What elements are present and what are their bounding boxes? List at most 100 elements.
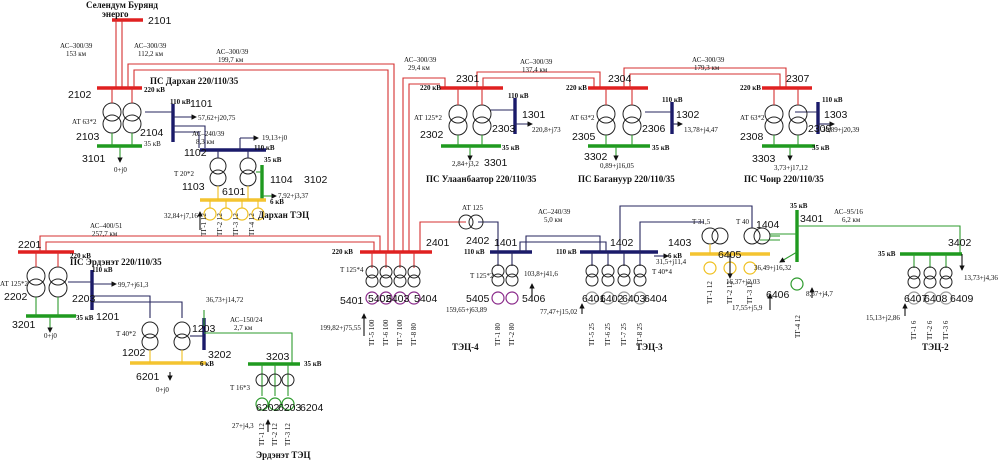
- line-spec-1122: АС–300/39: [134, 42, 167, 50]
- load-9977: 99,7+j61,3: [118, 281, 149, 289]
- voltage-2102: 220 кВ: [144, 86, 165, 94]
- gen-darkhan-tg1: ТГ-1 12: [200, 213, 208, 236]
- network-35kv: [26, 144, 962, 366]
- node-2202: 2202: [4, 291, 28, 303]
- node-3201: 3201: [12, 319, 36, 331]
- node-3302: 3302: [584, 151, 608, 163]
- line-spec-2577: АС–400/51: [90, 222, 123, 230]
- voltage-2301: 220 кВ: [420, 84, 441, 92]
- node-6201: 6201: [136, 371, 160, 383]
- line-spec-50: АС–240/39: [538, 208, 571, 216]
- node-6101: 6101: [222, 186, 246, 198]
- voltage-1302: 110 кВ: [662, 96, 683, 104]
- node-3303: 3303: [752, 153, 776, 165]
- node-3401: 3401: [800, 213, 824, 225]
- node-5405: 5405: [466, 293, 490, 305]
- voltage-1401: 110 кВ: [464, 248, 485, 256]
- node-6408: 6408: [924, 293, 948, 305]
- voltage-3201: 35 кВ: [76, 314, 94, 322]
- node-6401: 6401: [582, 293, 606, 305]
- load-15965: 159,65+j63,89: [446, 306, 487, 314]
- node-2401: 2401: [426, 237, 450, 249]
- gen-tec3-tg6: ТГ-6 25: [604, 323, 612, 346]
- load-19982: 199,82+j75,55: [320, 324, 361, 332]
- transformer-tec3-label: Т 40*4: [652, 268, 673, 276]
- gen-tec4-tg7: ТГ-7 100: [396, 319, 404, 346]
- transformers: [26, 88, 953, 396]
- gen-tec4-tg5: ТГ-5 100: [368, 319, 376, 346]
- gen-tec3-tg2: ТГ-2 12: [726, 281, 734, 304]
- gen-darkhan-tg3: ТГ-3 12: [232, 213, 240, 236]
- node-6405: 6405: [718, 249, 742, 261]
- station-baganuur-ps: ПС Багануур 220/110/35: [578, 174, 675, 184]
- voltage-3302: 35 кВ: [652, 144, 670, 152]
- line-length-294: 29,4 км: [408, 64, 430, 72]
- load-284: 2,84+j3,2: [452, 160, 479, 168]
- line-length-153: 153 км: [66, 50, 87, 58]
- voltage-6201: 6 кВ: [200, 360, 214, 368]
- gen-erdenet-tg3: ТГ-3 12: [284, 423, 292, 446]
- transformer-tec4-110-label: Т 125*2: [470, 272, 494, 280]
- node-2104: 2104: [140, 127, 164, 139]
- node-2309: 2309: [808, 123, 832, 135]
- gen-tec2-tg3: ТГ-3 6: [942, 320, 950, 340]
- network-6kv: [130, 198, 770, 365]
- tec4-units: [365, 252, 421, 288]
- gen-darkhan-tg4: ТГ-4 12: [248, 213, 256, 236]
- voltage-2307: 220 кВ: [740, 84, 761, 92]
- voltage-1303: 110 кВ: [822, 96, 843, 104]
- load-1513: 15,13+j2,86: [866, 314, 900, 322]
- station-erdenet-tec: Эрдэнэт ТЭЦ: [256, 450, 311, 460]
- line-length-2577: 257,7 км: [92, 230, 118, 238]
- transformer-2202-label: АТ 125*2: [0, 280, 28, 288]
- voltage-3102: 35 кВ: [264, 156, 282, 164]
- load-1755: 17,55+j5,9: [732, 304, 763, 312]
- line-length-1122: 112,2 км: [138, 50, 164, 58]
- load-3284: 32,84+j7,16: [164, 212, 198, 220]
- load-0j0-a: 0+j0: [114, 166, 127, 174]
- line-length-83: 8,3 км: [196, 138, 215, 146]
- node-1404: 1404: [756, 219, 780, 231]
- node-3102: 3102: [304, 174, 328, 186]
- transformer-t40-label: Т 40: [736, 218, 750, 226]
- line-length-62: 6,2 км: [842, 216, 861, 224]
- load-1378: 13,78+j4,47: [684, 126, 718, 134]
- node-2103: 2103: [76, 131, 100, 143]
- node-6404: 6404: [644, 293, 668, 305]
- node-1102: 1102: [184, 147, 207, 159]
- station-darkhan-ps: ПС Дархан 220/110/35: [150, 76, 239, 86]
- node-6402: 6402: [600, 293, 624, 305]
- gen-erdenet-tg2: ТГ-2 12: [271, 423, 279, 446]
- station-choir-ps: ПС Чоир 220/110/35: [744, 174, 824, 184]
- source-name-line2: энерго: [102, 9, 129, 19]
- voltage-3402: 35 кВ: [878, 250, 896, 258]
- gen-tec2-tg1: ТГ-1 6: [910, 320, 918, 340]
- line-length-1374: 137,4 км: [522, 66, 548, 74]
- load-arrows: [167, 211, 965, 432]
- gen-tec4-tg8: ТГ-8 80: [410, 323, 418, 346]
- node-5401: 5401: [340, 295, 364, 307]
- transformer-2308-label: АТ 63*2: [740, 114, 765, 122]
- load-3673: 36,73+j14,72: [206, 296, 244, 304]
- node-6409: 6409: [950, 293, 974, 305]
- network-220kv: [18, 18, 812, 254]
- node-6203: 6203: [278, 402, 302, 414]
- load-2208: 220,8+j73: [532, 126, 561, 134]
- load-089: 0,89+j16,05: [600, 162, 634, 170]
- node-1302: 1302: [676, 109, 700, 121]
- voltage-6101: 6 кВ: [270, 198, 284, 206]
- node-2303: 2303: [492, 123, 516, 135]
- gen-tec4-tg6: ТГ-6 100: [382, 319, 390, 346]
- node-3402: 3402: [948, 237, 972, 249]
- node-2307: 2307: [786, 73, 810, 85]
- load-0j0-b: 0+j0: [44, 332, 57, 340]
- node-1401: 1401: [494, 237, 518, 249]
- load-3649: 36,49+j16,32: [754, 264, 792, 272]
- load-1913: 19,13+j0: [262, 134, 288, 142]
- network-110kv: [68, 98, 835, 350]
- node-1203: 1203: [192, 323, 216, 335]
- node-2101: 2101: [148, 15, 172, 27]
- node-3301: 3301: [484, 157, 508, 169]
